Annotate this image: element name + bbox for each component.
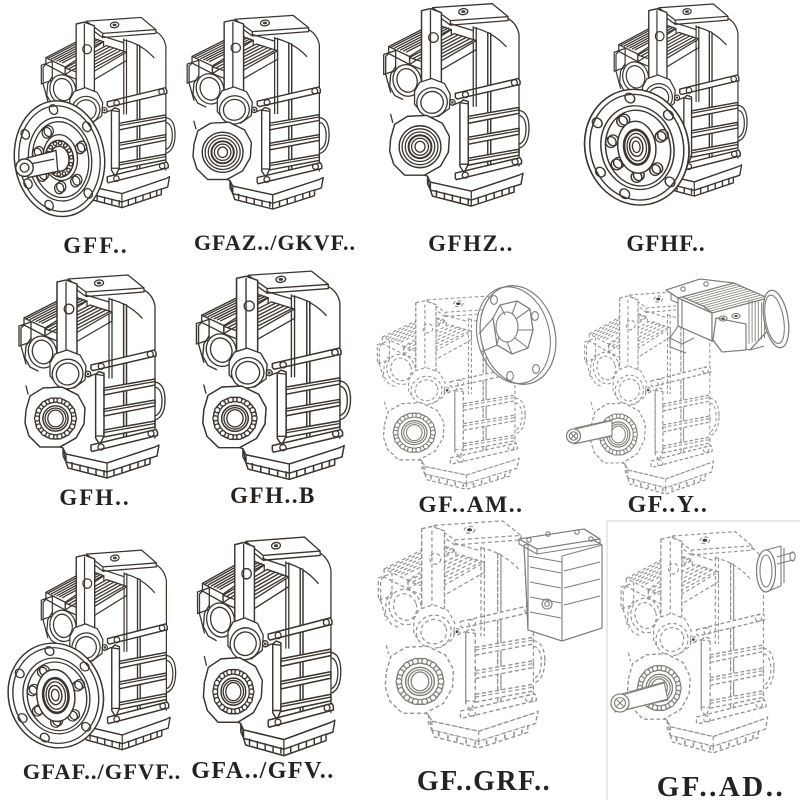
svg-text:GF..AM..: GF..AM.. <box>418 492 523 518</box>
svg-text:GFF..: GFF.. <box>63 233 128 258</box>
svg-text:GFH..B: GFH..B <box>230 483 316 508</box>
svg-text:GFAF../GFVF..: GFAF../GFVF.. <box>23 759 181 784</box>
svg-text:GF..Y..: GF..Y.. <box>628 492 709 518</box>
svg-text:GF..GRF..: GF..GRF.. <box>417 766 551 797</box>
svg-text:GFA../GFV..: GFA../GFV.. <box>191 758 335 784</box>
svg-text:GFHF..: GFHF.. <box>626 231 705 256</box>
svg-text:GFAZ../GKVF..: GFAZ../GKVF.. <box>194 230 356 255</box>
svg-text:GFHZ..: GFHZ.. <box>428 231 514 256</box>
svg-text:GF..AD..: GF..AD.. <box>657 771 786 800</box>
svg-text:GFH..: GFH.. <box>59 485 130 510</box>
